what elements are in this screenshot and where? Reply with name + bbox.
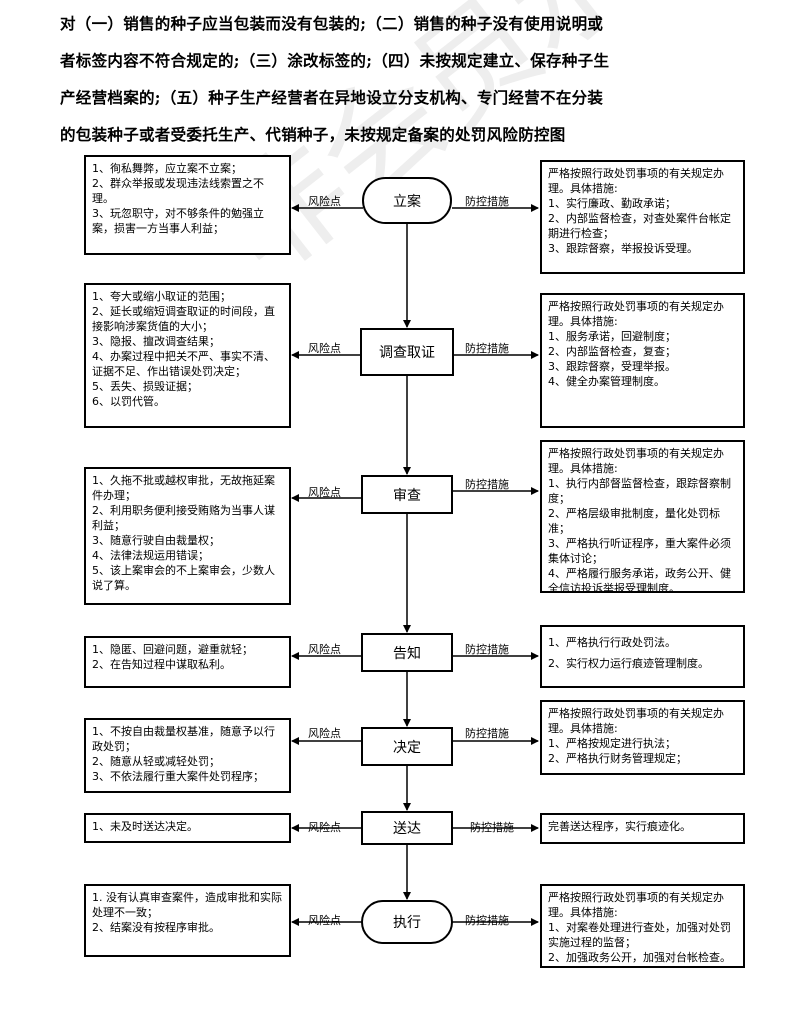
risk-box-jueding: 1、不按自由裁量权基准，随意予以行政处罚； 2、随意从轻或减轻处罚； 3、不依法…	[84, 718, 291, 793]
step-node-shencha: 审查	[361, 475, 453, 514]
risk-item: 5、该上案审会的不上案审会，少数人说了算。	[92, 564, 275, 592]
step-node-songda: 送达	[361, 811, 453, 845]
risk-item: 2、随意从轻或减轻处罚；	[92, 755, 220, 768]
control-label: 防控措施	[465, 914, 509, 927]
risk-item: 1、未及时送达决定。	[92, 820, 198, 833]
risk-item: 1、徇私舞弊，应立案不立案；	[92, 162, 242, 175]
risk-item: 2、延长或缩短调查取证的时间段，直接影响涉案货值的大小；	[92, 305, 275, 333]
control-box-shencha: 严格按照行政处罚事项的有关规定办理。具体措施: 1、执行内部督监督检查，跟踪督察…	[540, 440, 745, 593]
control-label: 防控措施	[470, 821, 514, 834]
risk-label: 风险点	[308, 727, 341, 740]
title-line-1: 对（一）销售的种子应当包装而没有包装的;（二）销售的种子没有使用说明或	[60, 14, 604, 33]
control-item: 2、实行权力运行痕迹管理制度。	[548, 657, 709, 670]
control-box-diaocha: 严格按照行政处罚事项的有关规定办理。具体措施: 1、服务承诺，回避制度； 2、内…	[540, 293, 745, 428]
risk-box-lian: 1、徇私舞弊，应立案不立案； 2、群众举报或发现违法线索置之不理。 3、玩忽职守…	[84, 155, 291, 255]
control-item: 2、加强政务公开，加强对台帐检查。	[548, 951, 731, 964]
risk-item: 2、群众举报或发现违法线索置之不理。	[92, 177, 264, 205]
risk-item: 1、久拖不批或越权审批，无故拖延案件办理；	[92, 474, 275, 502]
risk-item: 3、玩忽职守，对不够条件的勉强立案，损害一方当事人利益；	[92, 207, 264, 235]
control-label: 防控措施	[465, 643, 509, 656]
control-item: 1、对案卷处理进行查处，加强对处罚实施过程的监督；	[548, 921, 731, 949]
title-line-3: 产经营档案的;（五）种子生产经营者在异地设立分支机构、专门经营不在分装	[60, 88, 604, 107]
control-item: 1、实行廉政、勤政承诺；	[548, 197, 676, 210]
risk-box-diaocha: 1、夸大或缩小取证的范围； 2、延长或缩短调查取证的时间段，直接影响涉案货值的大…	[84, 283, 291, 428]
control-item: 4、严格履行服务承诺，政务公开、健全信访投诉举报受理制度。	[548, 567, 731, 593]
step-node-gaozhi: 告知	[361, 633, 453, 672]
control-box-gaozhi: 1、严格执行行政处罚法。 2、实行权力运行痕迹管理制度。	[540, 625, 745, 688]
risk-item: 1、隐匿、回避问题，避重就轻；	[92, 643, 253, 656]
step-node-jueding: 决定	[361, 727, 453, 766]
risk-box-songda: 1、未及时送达决定。	[84, 813, 291, 843]
control-item: 3、跟踪督察，受理举报。	[548, 360, 676, 373]
risk-item: 2、在告知过程中谋取私利。	[92, 658, 231, 671]
step-node-zhixing: 执行	[361, 900, 453, 944]
risk-item: 4、法律法规运用错误；	[92, 549, 209, 562]
control-item: 3、严格执行听证程序，重大案件必须集体讨论；	[548, 537, 731, 565]
risk-box-shencha: 1、久拖不批或越权审批，无故拖延案件办理； 2、利用职务便利接受贿赂为当事人谋利…	[84, 467, 291, 605]
risk-item: 6、以罚代管。	[92, 395, 165, 408]
control-item: 1、执行内部督监督检查，跟踪督察制度；	[548, 477, 731, 505]
risk-label: 风险点	[308, 195, 341, 208]
control-box-zhixing: 严格按照行政处罚事项的有关规定办理。具体措施: 1、对案卷处理进行查处，加强对处…	[540, 884, 745, 968]
risk-box-zhixing: 1. 没有认真审查案件，造成审批和实际处理不一致； 2、结案没有按程序审批。	[84, 884, 291, 957]
control-label: 防控措施	[465, 195, 509, 208]
control-box-jueding: 严格按照行政处罚事项的有关规定办理。具体措施: 1、严格按规定进行执法； 2、严…	[540, 700, 745, 775]
risk-item: 2、利用职务便利接受贿赂为当事人谋利益；	[92, 504, 275, 532]
risk-item: 4、办案过程中把关不严、事实不清、证据不足、作出错误处罚决定；	[92, 350, 275, 378]
risk-box-gaozhi: 1、隐匿、回避问题，避重就轻； 2、在告知过程中谋取私利。	[84, 636, 291, 688]
control-box-lian: 严格按照行政处罚事项的有关规定办理。具体措施: 1、实行廉政、勤政承诺； 2、内…	[540, 160, 745, 274]
control-label: 防控措施	[465, 478, 509, 491]
control-label: 防控措施	[465, 342, 509, 355]
title-line-4: 的包装种子或者受委托生产、代销种子，未按规定备案的处罚风险防控图	[60, 125, 566, 144]
control-item: 4、健全办案管理制度。	[548, 375, 665, 388]
control-item: 完善送达程序，实行痕迹化。	[548, 820, 691, 833]
risk-item: 1. 没有认真审查案件，造成审批和实际处理不一致；	[92, 891, 282, 919]
step-node-diaocha: 调查取证	[360, 328, 454, 376]
control-item: 2、内部监督检查，复查；	[548, 345, 676, 358]
risk-label: 风险点	[308, 486, 341, 499]
risk-item: 1、不按自由裁量权基准，随意予以行政处罚；	[92, 725, 275, 753]
control-item: 严格按照行政处罚事项的有关规定办理。具体措施:	[548, 300, 724, 328]
control-box-songda: 完善送达程序，实行痕迹化。	[540, 813, 745, 844]
risk-label: 风险点	[308, 643, 341, 656]
risk-label: 风险点	[308, 821, 341, 834]
risk-label: 风险点	[308, 342, 341, 355]
control-item: 2、内部监督检查，对查处案件台帐定期进行检查；	[548, 212, 731, 240]
control-label: 防控措施	[465, 727, 509, 740]
control-item: 2、严格层级审批制度，量化处罚标准；	[548, 507, 720, 535]
control-item: 严格按照行政处罚事项的有关规定办理。具体措施:	[548, 447, 724, 475]
risk-item: 1、夸大或缩小取证的范围；	[92, 290, 231, 303]
risk-item: 2、结案没有按程序审批。	[92, 921, 220, 934]
control-item: 3、跟踪督察，举报投诉受理。	[548, 242, 698, 255]
risk-item: 3、隐报、擅改调查结果；	[92, 335, 220, 348]
control-item: 1、严格执行行政处罚法。	[548, 636, 676, 649]
control-item: 严格按照行政处罚事项的有关规定办理。具体措施:	[548, 167, 724, 195]
control-item: 1、服务承诺，回避制度；	[548, 330, 676, 343]
risk-label: 风险点	[308, 914, 341, 927]
risk-item: 3、不依法履行重大案件处罚程序；	[92, 770, 264, 783]
control-item: 严格按照行政处罚事项的有关规定办理。具体措施:	[548, 707, 724, 735]
control-item: 1、严格按规定进行执法；	[548, 737, 676, 750]
risk-item: 3、随意行驶自由裁量权；	[92, 534, 220, 547]
title-line-2: 者标签内容不符合规定的;（三）涂改标签的;（四）未按规定建立、保存种子生	[60, 51, 610, 70]
control-item: 严格按照行政处罚事项的有关规定办理。具体措施:	[548, 891, 724, 919]
control-item: 2、严格执行财务管理规定；	[548, 752, 687, 765]
step-node-lian: 立案	[362, 177, 452, 224]
risk-item: 5、丢失、损毁证据；	[92, 380, 198, 393]
